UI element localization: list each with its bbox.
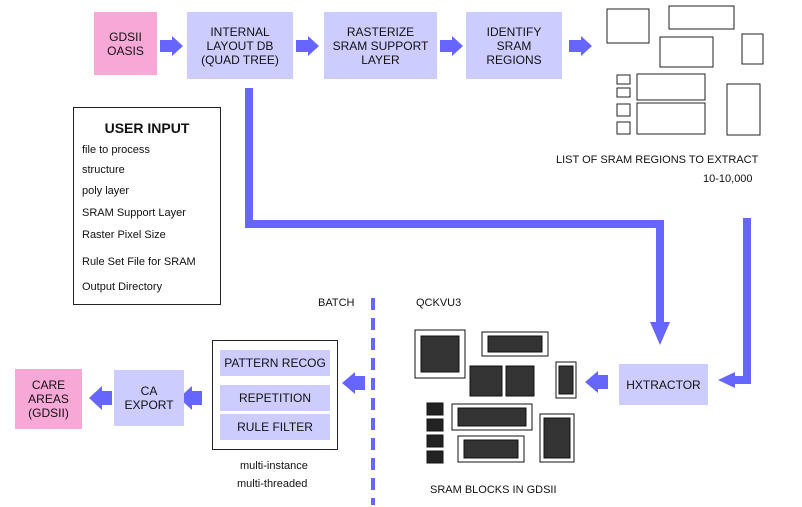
user-input-item: Output Directory [82,281,163,293]
multi-threaded-label: multi-threaded [237,478,308,490]
db-to-hxtractor-connector [245,88,664,322]
user-input-item: SRAM Support Layer [82,207,186,219]
hxtractor-node: HXTRACTOR [619,364,708,405]
arrowhead-into-hxtractor-right [718,372,735,388]
arrow-identify-to-regions [569,36,592,56]
identify-sram-node: IDENTIFY SRAM REGIONS [466,12,562,79]
arrow-filters-to-export [179,386,202,410]
user-input-panel: USER INPUT file to process structure pol… [73,107,221,305]
gds-oasis-node: GDSII OASIS [94,12,157,75]
ca-export-node: CA EXPORT [114,370,184,426]
arrow-gds-to-db [160,36,183,56]
care-areas-node: CARE AREAS (GDSII) [15,369,82,429]
repetition-filter: REPETITION [220,385,330,411]
internal-layout-db-node: INTERNAL LAYOUT DB (QUAD TREE) [187,12,293,79]
arrow-db-to-raster [296,36,319,56]
user-input-title: USER INPUT [104,120,190,136]
user-input-item: poly layer [82,185,130,197]
sram-block-thumbnails [414,329,577,464]
arrowhead-into-hxtractor-top [650,322,670,345]
regions-count: 10-10,000 [703,173,753,185]
filter-panel: PATTERN RECOG REPETITION RULE FILTER [212,340,338,450]
arrow-raster-to-identify [440,36,463,56]
rasterize-node: RASTERIZE SRAM SUPPORT LAYER [324,12,437,79]
user-input-item: file to process [82,144,150,156]
batch-label: BATCH [318,297,355,309]
user-input-item: Rule Set File for SRAM [82,256,196,268]
user-input-item: structure [82,164,125,176]
sram-blocks-caption: SRAM BLOCKS IN GDSII [430,484,557,496]
arrow-export-to-care [89,386,112,410]
user-input-item: Raster Pixel Size [82,229,166,241]
arrow-blocks-to-filters [342,372,365,394]
rule-filter: RULE FILTER [220,414,330,440]
regions-to-hxtractor-connector [735,218,751,384]
qckvu-label: QCKVU3 [416,297,462,309]
pattern-recog-filter: PATTERN RECOG [220,350,330,376]
regions-caption: LIST OF SRAM REGIONS TO EXTRACT [556,154,759,166]
multi-instance-label: multi-instance [240,460,308,472]
arrow-hxtractor-to-blocks [585,371,608,393]
sram-region-map [606,5,764,136]
